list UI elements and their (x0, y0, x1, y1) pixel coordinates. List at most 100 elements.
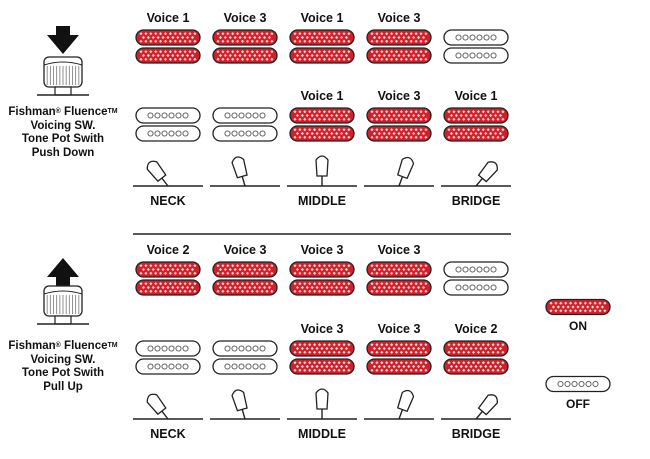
coil-pattern-dot (322, 32, 326, 36)
coil-pattern-dot (459, 113, 463, 118)
coil-pattern-dot (332, 57, 336, 61)
lever-arm (475, 394, 498, 420)
coil-pattern-dot (151, 285, 155, 290)
coil-pattern-dot (424, 110, 428, 114)
coil-pattern-dot (407, 131, 411, 136)
humbucker-on (366, 340, 432, 375)
coil-pattern-dot (385, 135, 389, 139)
coil-pattern-dot (454, 131, 458, 136)
pole-piece (238, 112, 245, 119)
coil-pattern-dot (491, 110, 495, 114)
coil-pattern-dot (298, 368, 302, 372)
coil-pattern-dot (332, 343, 336, 347)
coil-pattern-dot (262, 285, 267, 290)
coil-pattern-dot (452, 368, 456, 372)
coil-pattern-dot (146, 53, 150, 58)
coil-outline (135, 358, 201, 375)
lever-arm (396, 389, 415, 420)
voice-label: Voice 3 (300, 322, 344, 336)
coil-pattern-dot (409, 368, 413, 372)
lever-stem (475, 410, 483, 420)
coil-pattern-dot (144, 264, 148, 268)
coil-pattern-dot (454, 364, 458, 369)
coil-pattern-dot (317, 264, 322, 268)
coil-pattern-dot (236, 264, 240, 268)
coil-pattern-dot (412, 113, 416, 118)
coil-pattern-dot (467, 135, 471, 139)
coil-pattern-dot (245, 32, 249, 36)
coil-pattern-dot (193, 271, 197, 275)
coil-pattern-dot (347, 110, 351, 114)
coil-pattern-dot (332, 117, 336, 121)
coil-pattern-dot (293, 39, 297, 43)
coil-pattern-dot (404, 50, 408, 54)
lever-arm (396, 156, 415, 187)
coil-pattern-dot (419, 39, 423, 43)
knob-top-edge (43, 290, 83, 295)
coil-pattern-dot (390, 271, 394, 275)
coil-pattern-dot (218, 285, 223, 290)
coil-pattern-dot (419, 128, 423, 132)
humbucker-on (443, 340, 509, 375)
coil-pattern-dot (424, 135, 428, 139)
coil-pattern-dot (370, 32, 374, 36)
selector-lever-bridge (441, 394, 511, 420)
coil-pattern-dot (339, 364, 344, 369)
coil-pattern-dot (414, 135, 418, 139)
selector-lever-mid-bridge (364, 156, 434, 187)
pole-piece (168, 112, 175, 119)
coil-pattern-dot (402, 113, 406, 118)
coil-pattern-dot (419, 350, 423, 354)
arrow-down-icon (47, 35, 79, 54)
coil-pattern-dot (260, 39, 264, 43)
pole-piece (224, 112, 231, 119)
coil-pattern-dot (308, 264, 312, 268)
coil-pattern-dot (421, 53, 426, 58)
coil-pattern-dot (397, 113, 401, 118)
coil-pattern-dot (313, 135, 317, 139)
pole-piece (168, 130, 175, 137)
coil-pattern-dot (317, 32, 322, 36)
coil-pattern-dot (185, 35, 190, 40)
coil-pattern-dot (474, 131, 478, 136)
coil-pattern-dot (481, 350, 485, 354)
coil-pattern-dot (394, 361, 399, 365)
pole-piece (483, 34, 490, 41)
coil-pattern-dot (342, 343, 346, 347)
coil-pattern-dot (173, 32, 177, 36)
coil-pattern-dot (332, 128, 336, 132)
position-label-bridge: BRIDGE (451, 194, 501, 208)
coil-pattern-dot (327, 128, 331, 132)
coil-pattern-dot (335, 364, 339, 369)
pole-piece (469, 284, 476, 291)
knob-pull-up (37, 258, 89, 325)
coil-pattern-dot (322, 50, 326, 54)
coil-pattern-dot (298, 32, 302, 36)
pole-piece (182, 112, 189, 119)
coil-pattern-dot (409, 361, 413, 365)
coil-pattern-dot (221, 289, 225, 293)
coil-pattern-dot (216, 282, 220, 286)
coil-pattern-dot (168, 50, 172, 54)
coil-pattern-dot (265, 271, 269, 275)
coil-pattern-dot (216, 57, 220, 61)
coil-pattern-dot (293, 32, 297, 36)
coil-pattern-dot (317, 50, 322, 54)
coil-pattern-dot (293, 128, 297, 132)
pole-piece (259, 112, 266, 119)
coil-pattern-dot (409, 271, 413, 275)
coil-pattern-dot (327, 282, 331, 286)
lever-tip (146, 393, 167, 416)
coil-pattern-dot (228, 53, 232, 58)
coil-pattern-dot (394, 110, 399, 114)
coil-pattern-dot (385, 271, 389, 275)
lever-tip (315, 155, 329, 177)
coil-pattern-dot (305, 364, 309, 369)
coil-pattern-dot (303, 128, 307, 132)
coil-pattern-dot (255, 289, 259, 293)
coil-pattern-dot (457, 110, 461, 114)
coil-pattern-dot (313, 264, 317, 268)
coil-pattern-dot (298, 271, 302, 275)
switch-caption-pull-up: Fishman® FluenceTM Voicing SW. Tone Pot … (8, 340, 118, 393)
coil-pattern-dot (168, 32, 172, 36)
